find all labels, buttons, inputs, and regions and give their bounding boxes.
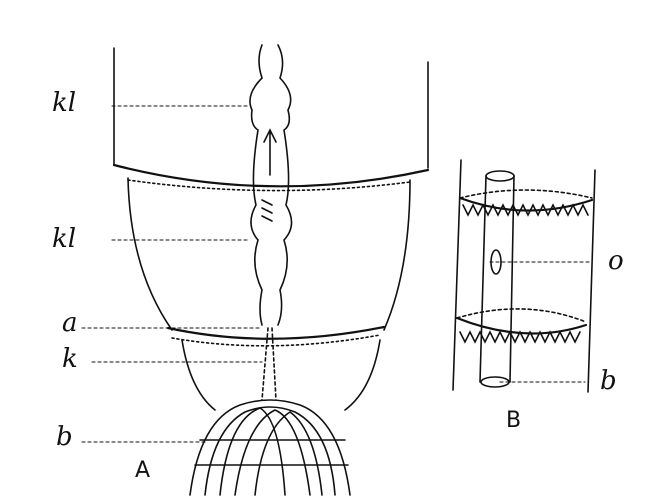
- label-b-b: b: [600, 366, 617, 396]
- label-a: a: [62, 308, 78, 338]
- dorsal-vessel: [249, 44, 293, 401]
- figure-b-drawing: [452, 159, 596, 393]
- caption-b: B: [506, 408, 522, 433]
- label-o: o: [608, 246, 624, 276]
- label-k: k: [62, 344, 78, 374]
- label-kl-upper: kl: [52, 88, 77, 118]
- appendages: [189, 399, 351, 496]
- lower-segment: [181, 339, 381, 411]
- upper-segment: [112, 47, 430, 188]
- label-b-a: b: [56, 422, 73, 452]
- leader-lines-a: [81, 105, 263, 443]
- caption-a: A: [135, 458, 151, 483]
- label-kl-lower: kl: [52, 224, 77, 254]
